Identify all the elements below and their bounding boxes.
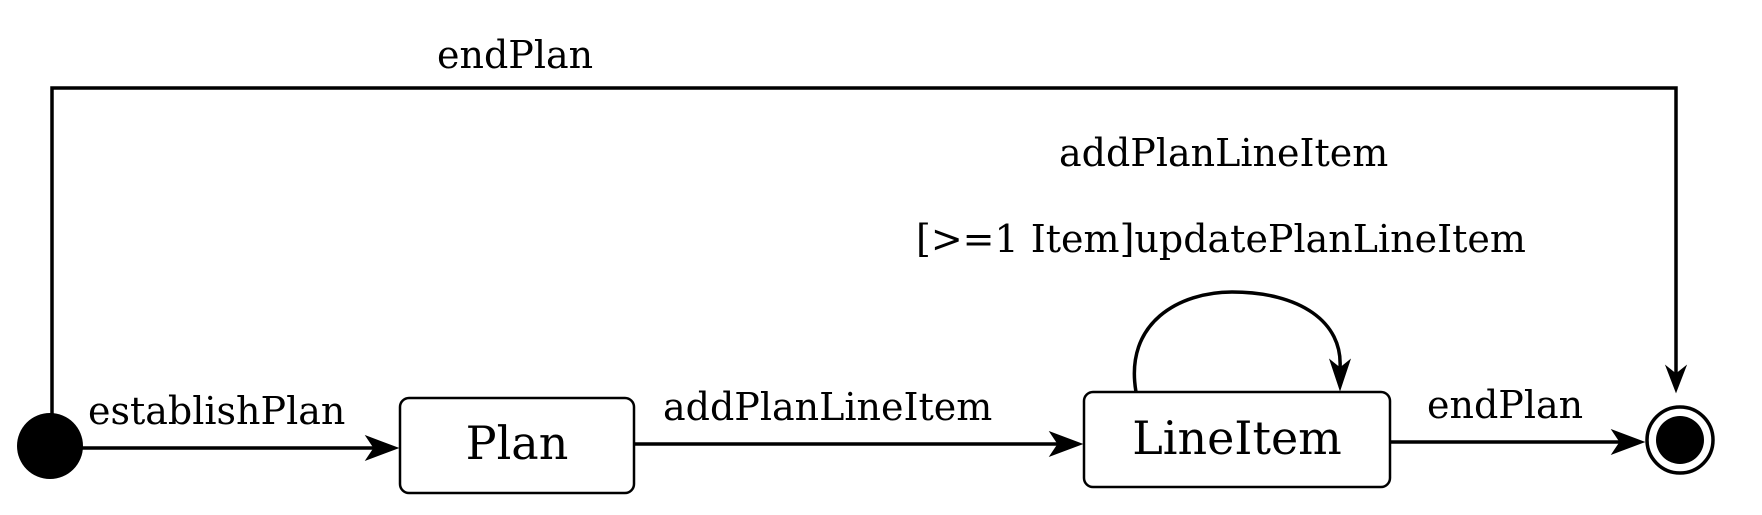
- arrowhead-self-lineitem: [1328, 358, 1352, 392]
- state-label-plan: Plan: [466, 416, 569, 470]
- arrowhead-endplan-top: [1664, 364, 1688, 394]
- state-lineitem: [1082, 390, 1392, 489]
- edge-label-self-line1: addPlanLineItem: [1059, 131, 1388, 175]
- initial-node: [17, 413, 83, 479]
- edge-self-lineitem: [1132, 290, 1342, 393]
- edge-label-self-line2: [>=1 Item]updatePlanLineItem: [916, 217, 1526, 261]
- edge-label-endplan-top: endPlan: [437, 33, 593, 77]
- edge-endplan-top: [50, 86, 1678, 448]
- arrowhead-endplan: [1610, 428, 1646, 456]
- edge-label-endplan: endPlan: [1427, 383, 1583, 427]
- arrowhead-establishplan: [364, 434, 400, 462]
- edge-label-addplanlineitem: addPlanLineItem: [663, 385, 992, 429]
- final-node: [1645, 405, 1715, 475]
- state-label-lineitem: LineItem: [1132, 411, 1342, 465]
- arrowhead-addplanlineitem: [1048, 430, 1084, 458]
- edge-label-establishplan: establishPlan: [88, 389, 345, 433]
